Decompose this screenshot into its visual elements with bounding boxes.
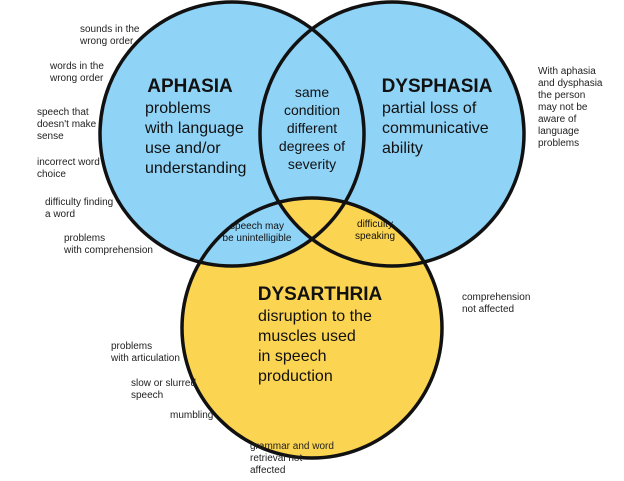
note-difficulty-finding-word: difficulty finding a word (45, 197, 114, 220)
note-speech-no-sense: speech that doesn't make sense (37, 107, 97, 142)
note-words-wrong-order: words in the wrong order (50, 61, 104, 84)
note-comprehension-not-affected: comprehension not affected (462, 292, 531, 315)
dysphasia-dysarthria-overlap (260, 198, 442, 266)
aphasia-title: APHASIA (147, 76, 233, 97)
note-unaware-of-problems: With aphasia and dysphasia the person ma… (538, 66, 603, 149)
note-sounds-wrong-order: sounds in the wrong order (80, 24, 140, 47)
dysphasia-title: DYSPHASIA (382, 76, 493, 97)
aphasia-dysarthria-overlap (182, 198, 364, 266)
note-problems-articulation: problems with articulation (111, 341, 180, 364)
note-grammar-not-affected: grammar and word retrieval not affected (250, 441, 334, 476)
note-slow-slurred-speech: slow or slurred speech (131, 378, 197, 401)
dysarthria-title: DYSARTHRIA (258, 284, 383, 305)
note-incorrect-word-choice: incorrect word choice (37, 157, 100, 180)
note-problems-comprehension: problems with comprehension (64, 233, 153, 256)
note-mumbling: mumbling (170, 410, 214, 421)
